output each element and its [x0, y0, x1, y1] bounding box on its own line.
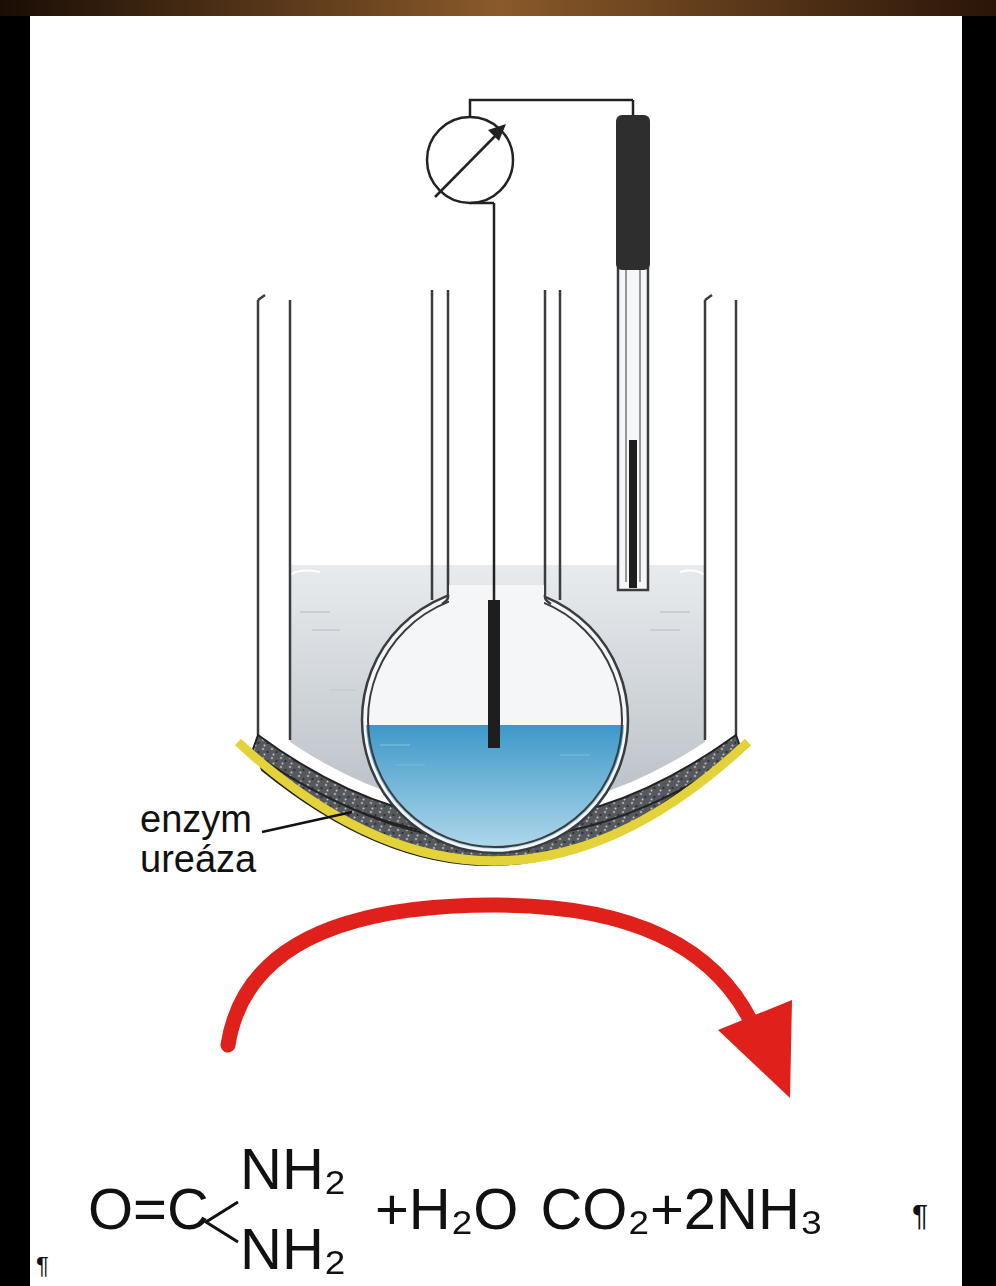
paragraph-mark: ¶ [912, 1200, 928, 1230]
formula-text: O=C [88, 1180, 209, 1238]
formula-text: NH₂ [240, 1220, 346, 1278]
paragraph-mark: ¶ [36, 1254, 49, 1278]
enzyme-label: enzym ureáza [140, 800, 300, 880]
formula-text: NH₂ [240, 1140, 346, 1198]
formula-text: CO₂+2NH₃ [540, 1180, 823, 1238]
formula-text: +H₂O [375, 1180, 518, 1238]
